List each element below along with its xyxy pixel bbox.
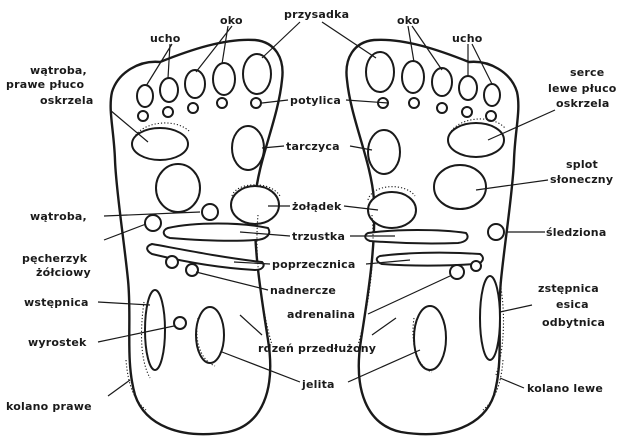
right-descending-colon [480, 276, 500, 360]
left-stomach-zone [231, 186, 279, 224]
label-splot-2: słoneczny [550, 173, 613, 186]
label-wyrostek: wyrostek [28, 336, 87, 349]
right-toe-point-b [437, 103, 447, 113]
right-thyroid-zone [368, 130, 400, 174]
label-serce-2: lewe płuco [548, 82, 617, 95]
right-toe-point-d [486, 111, 496, 121]
label-nadnercze: nadnercze [270, 284, 336, 297]
left-toe-4 [160, 78, 178, 102]
left-toe-point-c [163, 107, 173, 117]
left-appendix [174, 317, 186, 329]
label-tarczyca: tarczyca [286, 140, 340, 153]
right-toe-4 [459, 76, 477, 100]
right-adrenal-b [471, 261, 481, 271]
right-toe-point-c [462, 107, 472, 117]
right-toe-2 [402, 61, 424, 93]
leader-jelita-left [222, 352, 300, 382]
right-transverse-colon [377, 253, 483, 266]
label-pecherzyk-2: żółciowy [36, 266, 91, 279]
right-solar-plexus [434, 165, 486, 209]
right-heart-zone [448, 123, 504, 157]
left-toe-2 [213, 63, 235, 95]
right-pancreas [365, 230, 467, 243]
leader-esica [500, 305, 532, 312]
labels: przysadka oko oko ucho ucho wątroba, pra… [6, 8, 617, 413]
left-adrenal-a [166, 256, 178, 268]
label-watroba: wątroba, [30, 210, 87, 223]
left-potylica-point [251, 98, 261, 108]
leader-potylica-left [262, 100, 288, 103]
label-esica-2: esica [556, 298, 589, 311]
left-gallbladder [145, 215, 161, 231]
label-potylica: potylica [290, 94, 341, 107]
label-oko-left: oko [220, 14, 243, 27]
label-zoladek: żołądek [292, 200, 342, 213]
leader-rdzen-left [240, 315, 262, 335]
leader-nadnercze [196, 272, 268, 290]
left-thyroid-zone [232, 126, 264, 170]
label-przysadka: przysadka [284, 8, 349, 21]
label-ucho-left: ucho [150, 32, 181, 45]
left-toe-5 [137, 85, 153, 107]
label-poprzecznica: poprzecznica [272, 258, 355, 271]
label-watroba-pluco-2: prawe płuco [6, 78, 84, 91]
left-toe-3 [185, 70, 205, 98]
left-liver-zone [156, 164, 200, 212]
leader-kolano-prawe [108, 380, 130, 396]
label-serce-3: oskrzela [556, 97, 610, 110]
left-foot [111, 40, 283, 434]
left-pancreas [164, 224, 270, 241]
leader-pecherzyk [104, 224, 146, 240]
label-trzustka: trzustka [292, 230, 345, 243]
label-esica-1: zstępnica [538, 282, 599, 295]
label-ucho-right: ucho [452, 32, 483, 45]
right-intestines [414, 306, 446, 370]
label-kolano-lewe: kolano lewe [527, 382, 603, 395]
leader-wstepnica [98, 302, 150, 305]
leader-serce [488, 110, 555, 140]
left-liver-point [202, 204, 218, 220]
label-splot-1: splot [566, 158, 598, 171]
left-toe-point-b [188, 103, 198, 113]
leader-kolano-lewe [500, 378, 524, 388]
left-transverse-colon [147, 244, 263, 270]
label-adrenalina: adrenalina [287, 308, 355, 321]
left-big-toe [243, 54, 271, 94]
left-intestines [196, 307, 224, 363]
label-wstepnica: wstępnica [24, 296, 89, 309]
label-pecherzyk-1: pęcherzyk [22, 252, 88, 265]
label-watroba-pluco-1: wątroba, [30, 64, 87, 77]
left-toe-point-d [138, 111, 148, 121]
leader-adrenalina [368, 276, 450, 314]
label-sledziona: śledziona [546, 226, 606, 239]
label-watroba-pluco-3: oskrzela [40, 94, 94, 107]
left-adrenal-b [186, 264, 198, 276]
label-kolano-prawe: kolano prawe [6, 400, 92, 413]
label-serce-1: serce [570, 66, 604, 79]
right-adrenal [450, 265, 464, 279]
left-heel-fringe [126, 360, 146, 410]
label-esica-3: odbytnica [542, 316, 605, 329]
leader-rdzen-right [372, 318, 396, 335]
label-rdzen: rdzeń przedłużony [258, 342, 376, 355]
leader-przysadka-left [262, 22, 300, 58]
right-spleen [488, 224, 504, 240]
right-toe-3 [432, 68, 452, 96]
right-heel-fringe [483, 360, 503, 410]
left-lung-zone [132, 128, 188, 160]
right-big-toe [366, 52, 394, 92]
label-jelita: jelita [301, 378, 335, 391]
label-oko-right: oko [397, 14, 420, 27]
left-toe-point-a [217, 98, 227, 108]
right-foot [346, 40, 518, 434]
right-toe-5 [484, 84, 500, 106]
right-toe-point-a [409, 98, 419, 108]
